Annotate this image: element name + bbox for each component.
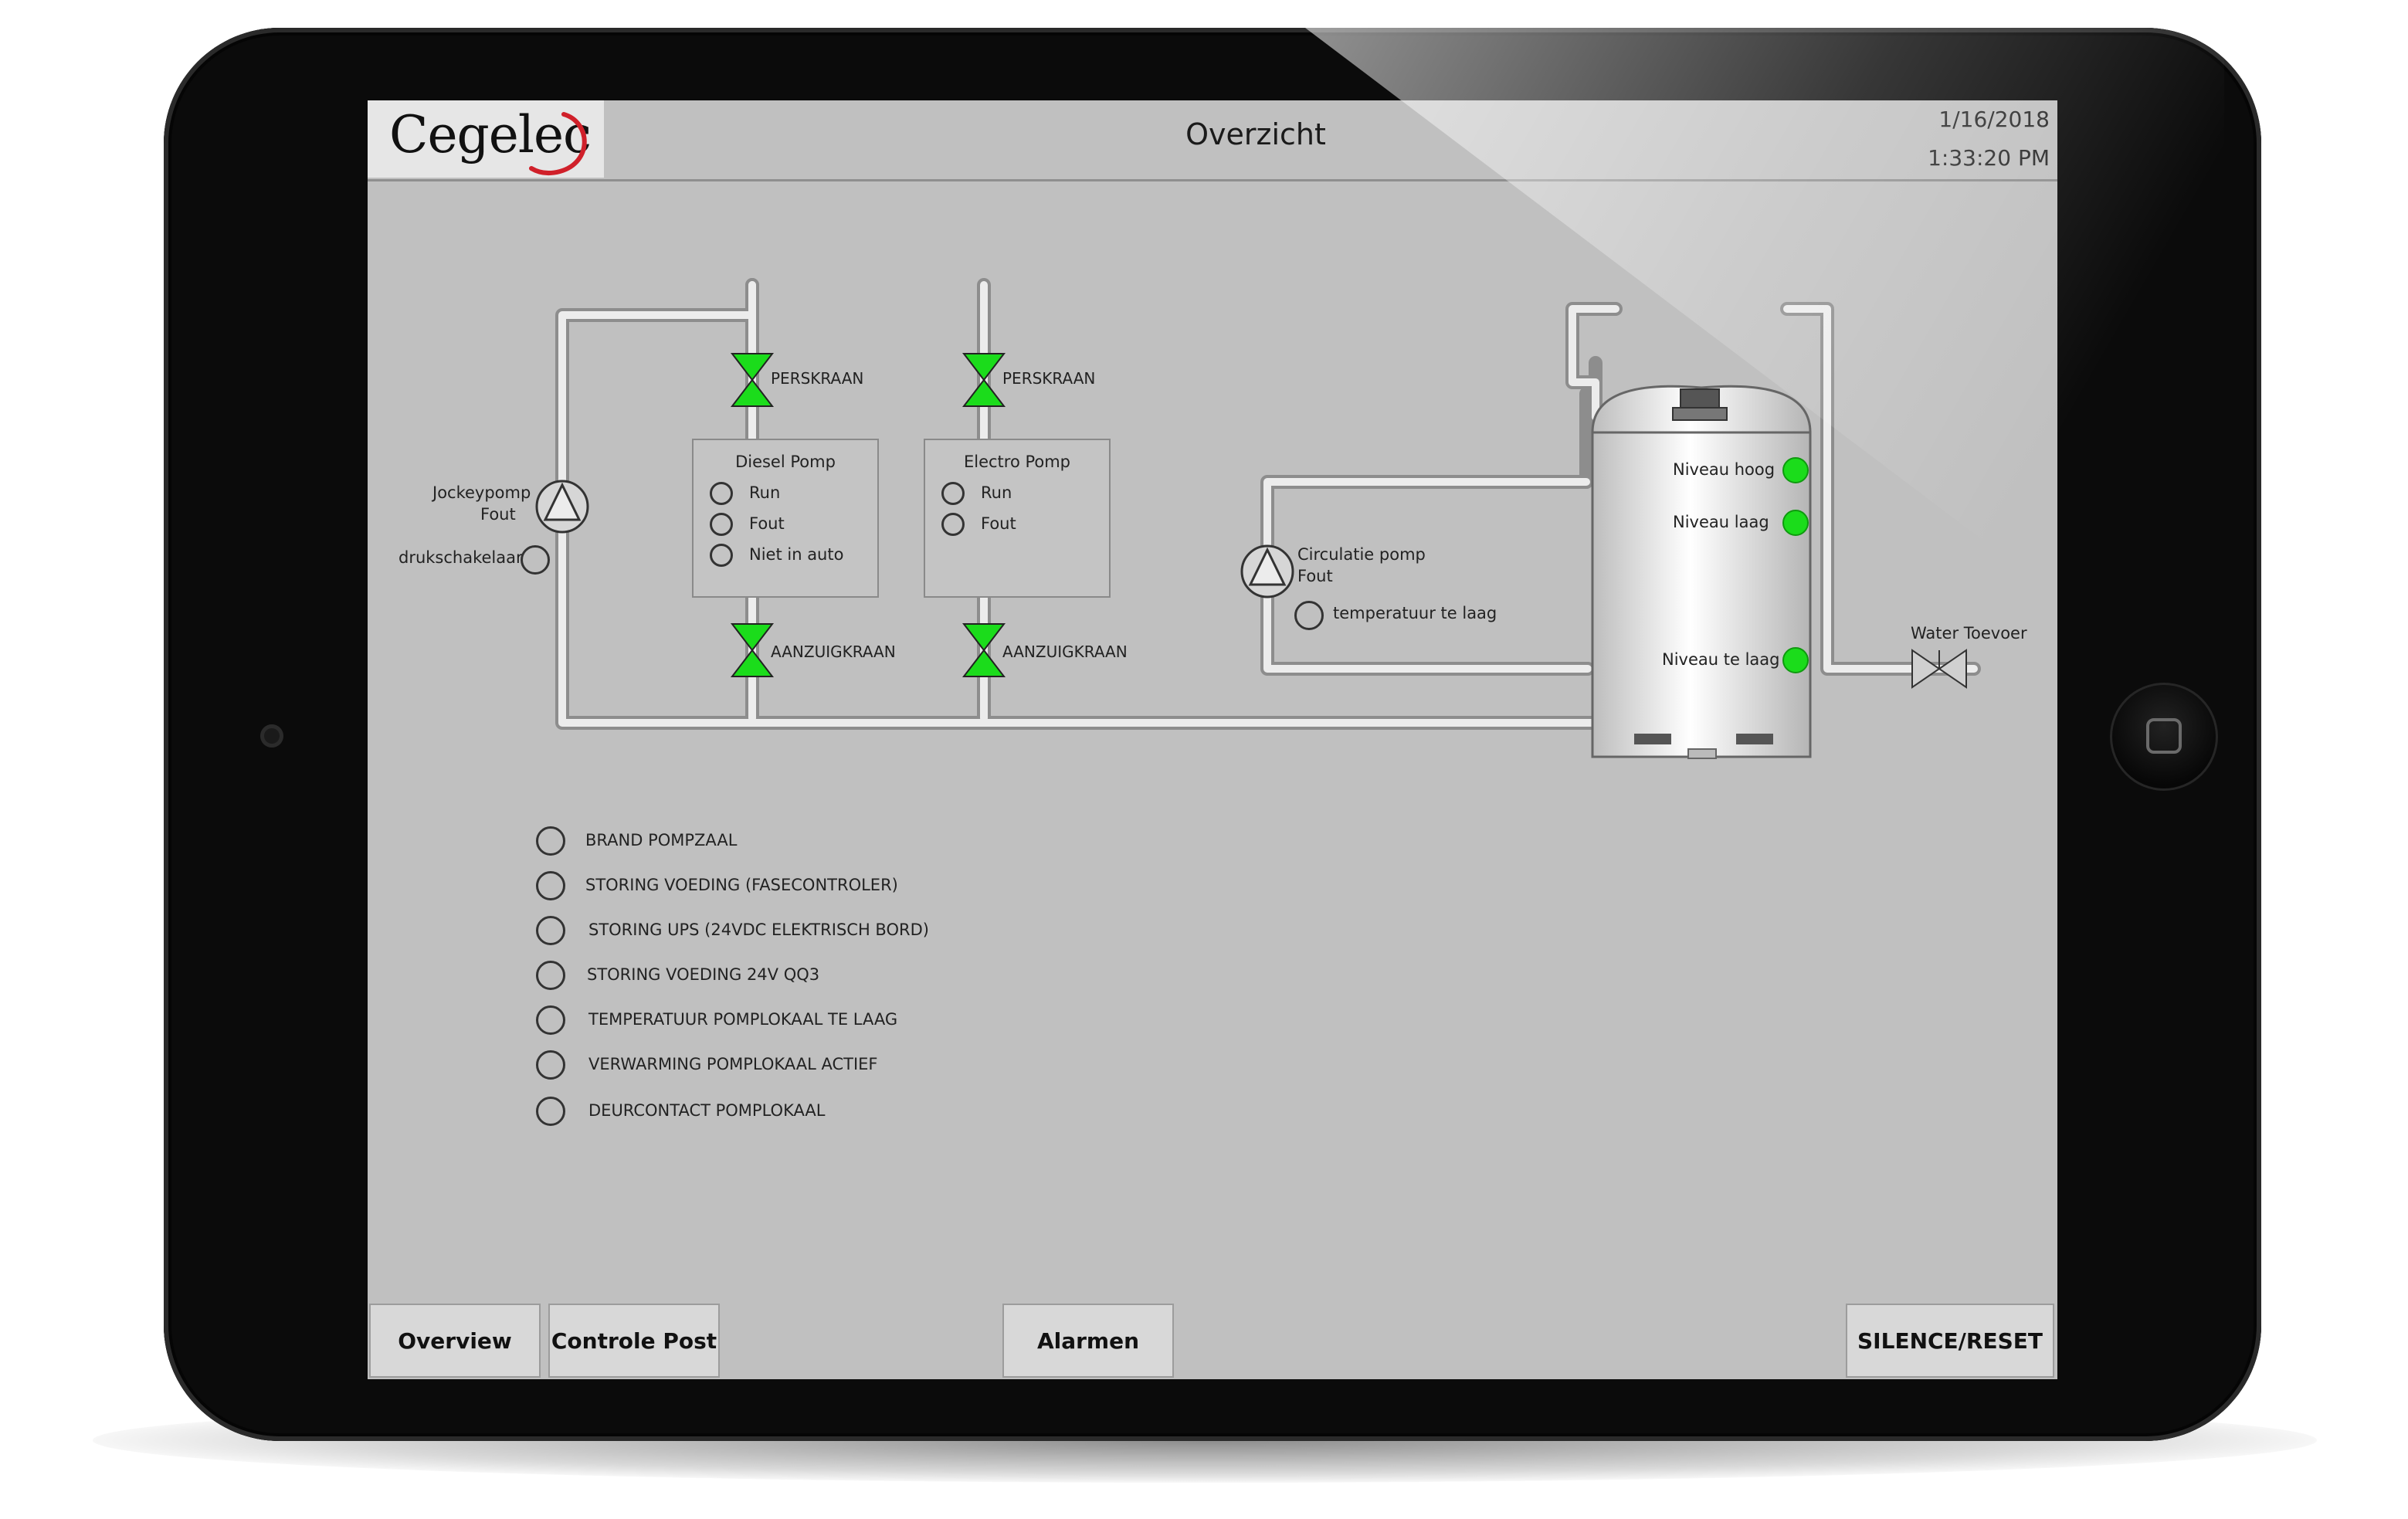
diesel-run-label: Run	[749, 483, 781, 502]
diesel-suction-valve-label: AANZUIGKRAAN	[771, 643, 896, 661]
alarm-indicator	[536, 1005, 565, 1035]
pressure-switch-indicator	[521, 545, 550, 575]
electro-suction-valve-icon	[962, 623, 1006, 677]
alarm-label: DEURCONTACT POMPLOKAAL	[588, 1101, 826, 1120]
diesel-discharge-valve-label: PERSKRAAN	[771, 369, 864, 388]
electro-suction-valve-label: AANZUIGKRAAN	[1002, 643, 1128, 661]
temperature-low-indicator	[1294, 601, 1324, 630]
diesel-discharge-valve-icon	[730, 353, 775, 407]
water-supply-label: Water Toevoer	[1911, 624, 2027, 643]
alarm-label: TEMPERATUUR POMPLOKAAL TE LAAG	[588, 1010, 898, 1029]
jockey-pump-label: Jockeypomp	[432, 483, 531, 502]
water-supply-valve-icon	[1911, 649, 1967, 689]
level-too-low-label: Niveau te laag	[1662, 650, 1780, 669]
brand-logo: Cegelec	[368, 100, 604, 178]
alarm-indicator	[536, 961, 565, 990]
jockey-pump-icon	[535, 480, 589, 534]
header-divider	[368, 179, 2057, 181]
brand-logo-text: Cegelec	[389, 105, 592, 164]
alarm-label: BRAND POMPZAAL	[585, 831, 738, 849]
electro-fault-indicator	[941, 513, 965, 536]
page-title: Overzicht	[1185, 117, 1326, 151]
temperature-low-label: temperatuur te laag	[1333, 604, 1497, 622]
electro-run-indicator	[941, 482, 965, 505]
alarm-indicator	[536, 1050, 565, 1080]
jockey-pump-fault-label: Fout	[480, 505, 516, 524]
home-square-icon	[2146, 718, 2182, 754]
electro-discharge-valve-label: PERSKRAAN	[1002, 369, 1096, 388]
diesel-fault-label: Fout	[749, 514, 785, 533]
level-high-label: Niveau hoog	[1673, 460, 1775, 479]
silence-reset-button[interactable]: SILENCE/RESET	[1846, 1304, 2054, 1378]
electro-fault-label: Fout	[981, 514, 1016, 533]
circulation-pump-icon	[1240, 544, 1294, 598]
process-diagram	[535, 278, 1981, 759]
diesel-not-auto-indicator	[710, 544, 733, 567]
level-too-low-led	[1782, 647, 1809, 673]
camera-icon	[260, 724, 283, 748]
alarm-indicator	[536, 871, 565, 900]
alarm-indicator	[536, 1097, 565, 1126]
alarm-indicator	[536, 826, 565, 856]
circulation-pump-fault-label: Fout	[1297, 567, 1333, 585]
level-low-label: Niveau laag	[1673, 513, 1769, 531]
circulation-pump-label: Circulatie pomp	[1297, 545, 1426, 564]
pressure-switch-label: drukschakelaar	[399, 548, 523, 567]
electro-run-label: Run	[981, 483, 1012, 502]
alarmen-button[interactable]: Alarmen	[1002, 1304, 1174, 1378]
diesel-run-indicator	[710, 482, 733, 505]
overview-button[interactable]: Overview	[369, 1304, 541, 1378]
alarm-label: STORING VOEDING 24V QQ3	[587, 965, 820, 984]
water-tank-icon	[1591, 385, 1812, 759]
logo-swoosh-icon	[529, 112, 587, 176]
controle-post-button[interactable]: Controle Post	[548, 1304, 720, 1378]
alarm-label: VERWARMING POMPLOKAAL ACTIEF	[588, 1055, 878, 1073]
electro-pump-title: Electro Pomp	[963, 453, 1071, 471]
diesel-pump-title: Diesel Pomp	[735, 453, 836, 471]
diesel-fault-indicator	[710, 513, 733, 536]
electro-discharge-valve-icon	[962, 353, 1006, 407]
level-high-led	[1782, 457, 1809, 483]
level-low-led	[1782, 510, 1809, 536]
hmi-screen: Cegelec Overzicht 1/16/2018 1:33:20 PM	[368, 100, 2057, 1379]
alarm-label: STORING VOEDING (FASECONTROLER)	[585, 876, 898, 894]
alarm-indicator	[536, 916, 565, 945]
alarm-label: STORING UPS (24VDC ELEKTRISCH BORD)	[588, 921, 929, 939]
diesel-not-auto-label: Niet in auto	[749, 545, 844, 564]
diesel-suction-valve-icon	[730, 623, 775, 677]
